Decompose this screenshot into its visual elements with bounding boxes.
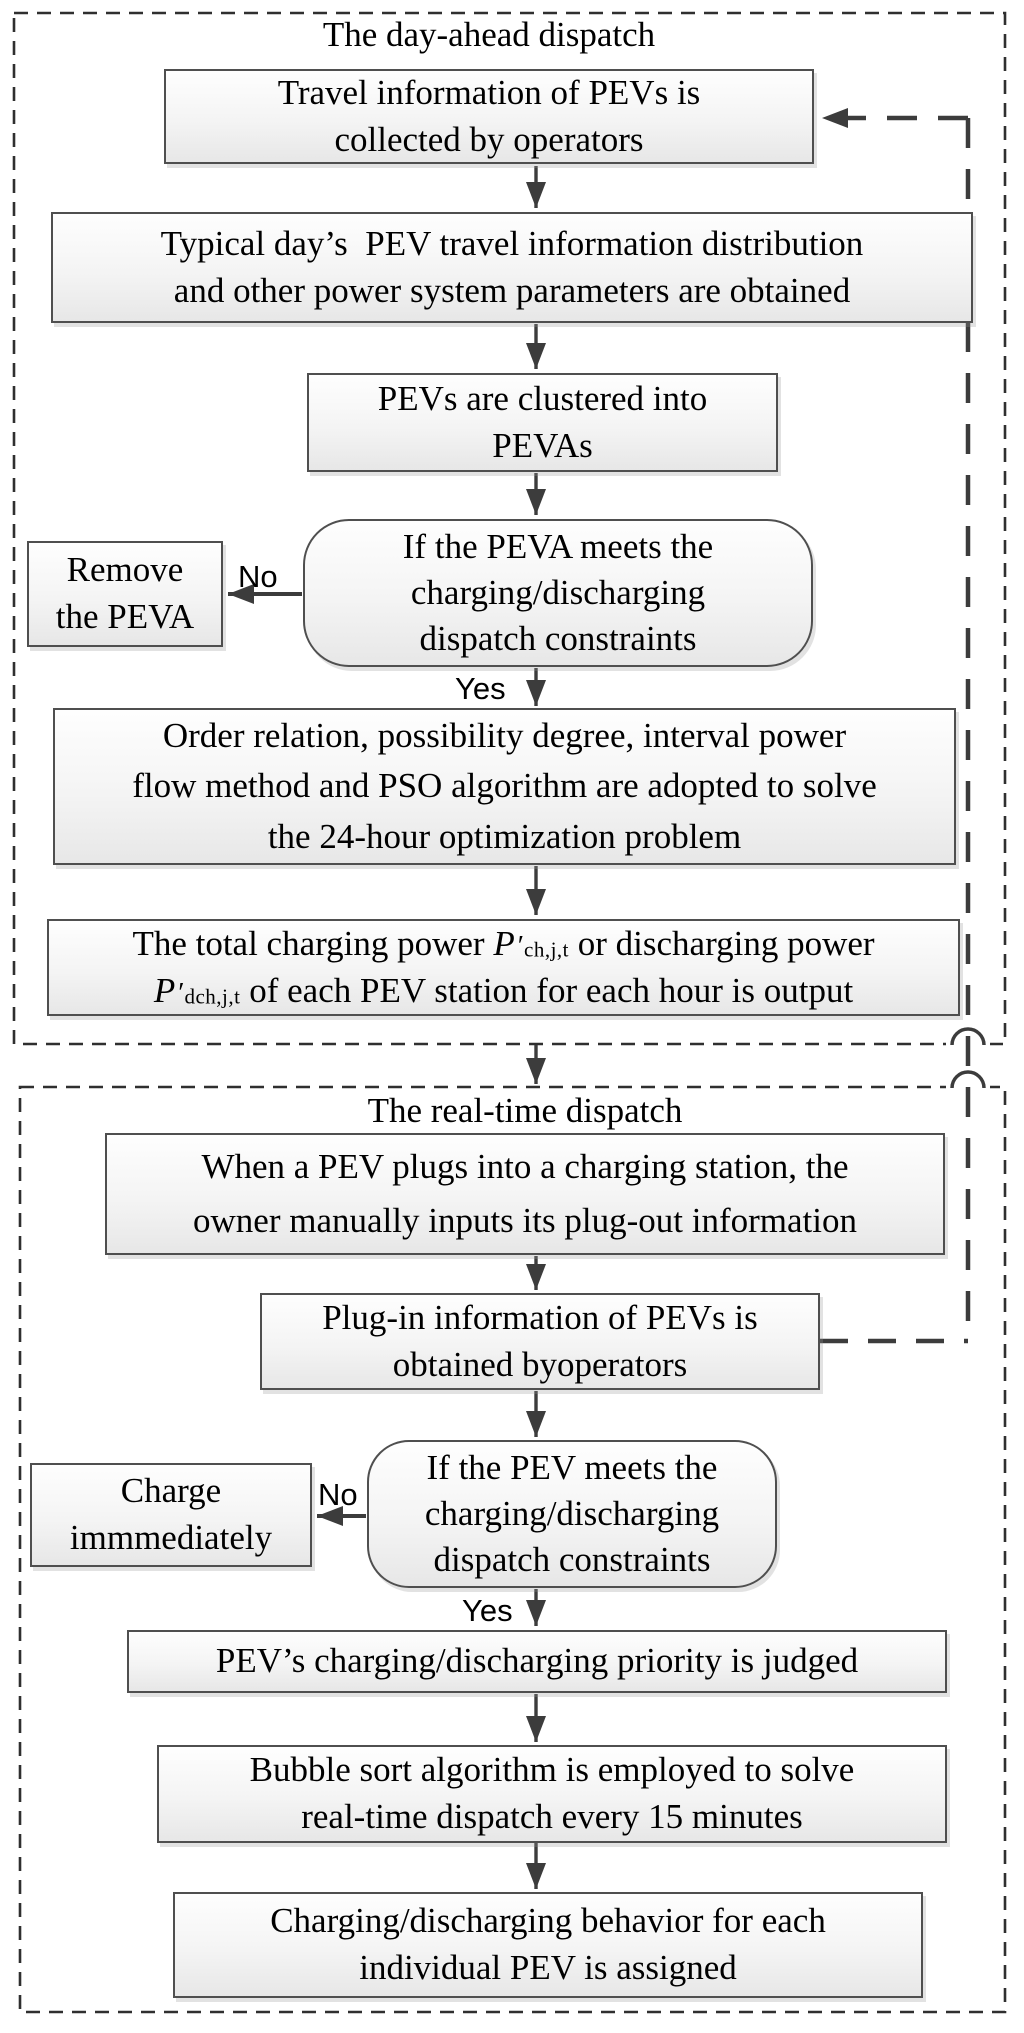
real-time-title: The real-time dispatch (367, 1091, 683, 1130)
text-line: the PEVA (55, 597, 195, 636)
formula-subscript: ch,j,t (524, 937, 570, 962)
text-line: obtained byoperators (392, 1344, 688, 1384)
day-ahead-section-border (12, 11, 1007, 1046)
formula-subscript: dch,j,t (184, 984, 241, 1009)
node-bubble-sort: Bubble sort algorithm is employed to sol… (157, 1745, 947, 1843)
label-no-real-time: No (318, 1477, 358, 1512)
node-typical-day: Typical day’s PEV travel information dis… (51, 212, 973, 323)
text-line: Order relation, possibility degree, inte… (162, 716, 847, 756)
node-cluster-pevas: PEVs are clustered into PEVAs (307, 373, 778, 472)
text-line: dispatch constraints (433, 1540, 711, 1580)
decision-peva-constraints: If the PEVA meets the charging/dischargi… (303, 519, 813, 667)
text-line: individual PEV is assigned (359, 1948, 737, 1987)
text-line: PEVs are clustered into (377, 378, 708, 418)
formula-suffix: or discharging power (569, 923, 875, 963)
formula-prime: ′ (178, 976, 185, 1009)
formula-prefix: The total charging power (132, 923, 494, 963)
text-line: Typical day’s PEV travel information dis… (160, 223, 864, 263)
formula-symbol: P (153, 970, 176, 1010)
formula-line: P′dch,j,t of each PEV station for each h… (154, 968, 853, 1015)
line-hop-arc (950, 1070, 986, 1089)
label-no-day-ahead: No (238, 559, 278, 594)
real-time-section-border (18, 1085, 1007, 2014)
label-yes-day-ahead: Yes (455, 671, 506, 706)
node-remove-peva: Remove the PEVA (27, 541, 223, 647)
line-hop-arc (950, 1027, 986, 1046)
text-line: PEVAs (492, 425, 593, 465)
node-travel-info: Travel information of PEVs is collected … (164, 69, 814, 164)
text-line: PEV’s charging/discharging priority is j… (215, 1641, 859, 1681)
formula-suffix: of each PEV station for each hour is out… (240, 970, 854, 1010)
label-yes-real-time: Yes (462, 1593, 513, 1628)
node-plug-in-info: Plug-in information of PEVs is obtained … (260, 1293, 820, 1390)
text-line: Bubble sort algorithm is employed to sol… (249, 1750, 855, 1790)
text-line: and other power system parameters are ob… (173, 270, 851, 310)
formula-prime: ′ (517, 929, 525, 962)
text-line: charging/discharging (410, 572, 706, 612)
text-line: Plug-in information of PEVs is (322, 1297, 758, 1337)
node-pev-plugs-in: When a PEV plugs into a charging station… (105, 1133, 945, 1255)
node-behavior-assigned: Charging/discharging behavior for each i… (173, 1892, 923, 1998)
node-priority-judged: PEV’s charging/discharging priority is j… (127, 1630, 947, 1693)
text-line: Charging/discharging behavior for each (270, 1901, 826, 1941)
node-power-output: The total charging power P′ch,j,t or dis… (47, 919, 960, 1016)
text-line: When a PEV plugs into a charging station… (201, 1146, 849, 1186)
day-ahead-title: The day-ahead dispatch (322, 15, 656, 54)
formula-line: The total charging power P′ch,j,t or dis… (132, 921, 874, 968)
text-line: collected by operators (334, 119, 644, 159)
decision-pev-constraints: If the PEV meets the charging/dischargin… (367, 1440, 777, 1588)
text-line: If the PEVA meets the (402, 526, 714, 566)
text-line: Charge (120, 1471, 222, 1511)
text-line: real-time dispatch every 15 minutes (301, 1797, 803, 1836)
text-line: flow method and PSO algorithm are adopte… (132, 766, 877, 806)
text-line: Travel information of PEVs is (277, 72, 701, 112)
text-line: Remove (66, 550, 184, 590)
text-line: owner manually inputs its plug-out infor… (193, 1201, 857, 1240)
node-charge-immediately: Charge immmediately (30, 1463, 312, 1567)
text-line: the 24-hour optimization problem (267, 816, 742, 856)
text-line: charging/discharging (424, 1493, 720, 1533)
text-line: immmediately (69, 1518, 273, 1557)
text-line: If the PEV meets the (426, 1447, 718, 1487)
formula-symbol: P (493, 923, 515, 963)
node-order-relation: Order relation, possibility degree, inte… (53, 708, 956, 865)
text-line: dispatch constraints (419, 619, 697, 659)
